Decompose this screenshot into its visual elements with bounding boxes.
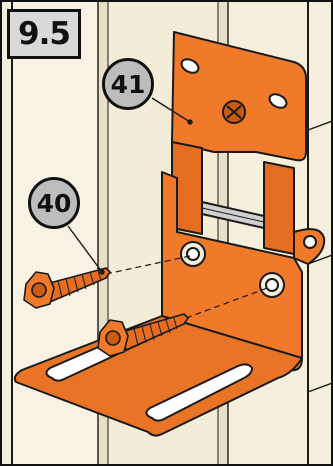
step-number: 9.5 — [7, 9, 81, 59]
hinge-knuckle-right — [264, 162, 294, 254]
callout-part-40: 40 — [28, 177, 80, 229]
callout-part-41: 41 — [102, 58, 154, 110]
